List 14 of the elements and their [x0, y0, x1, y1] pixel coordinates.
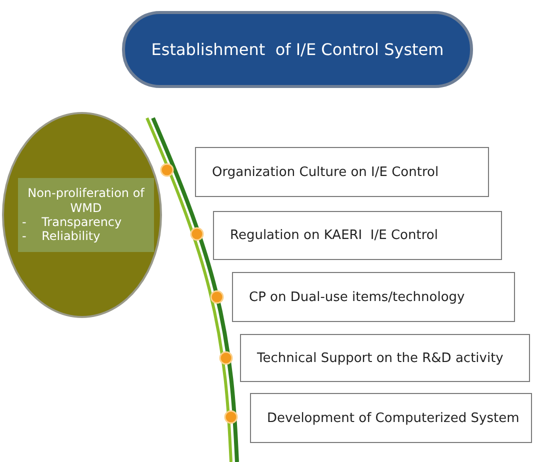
node-label: Regulation on KAERI I/E Control: [230, 228, 439, 243]
node-label: CP on Dual-use items/technology: [249, 290, 466, 304]
item-box: [213, 211, 502, 260]
node-label: Non-proliferation of WMD: [26, 186, 146, 215]
item-box: [250, 393, 532, 443]
item-box: [240, 334, 530, 382]
bullet-item: - Reliability: [22, 229, 102, 244]
node-label: Development of Computerized System: [267, 410, 520, 426]
node-label: Organization Culture on I/E Control: [212, 164, 440, 180]
node-label: Technical Support on the R&D activity: [257, 350, 504, 366]
node-label: Establishment of I/E Control System: [151, 40, 444, 59]
item-box: [195, 147, 489, 197]
item-box: [232, 272, 515, 322]
bullet-item: - Transparency: [22, 215, 123, 230]
